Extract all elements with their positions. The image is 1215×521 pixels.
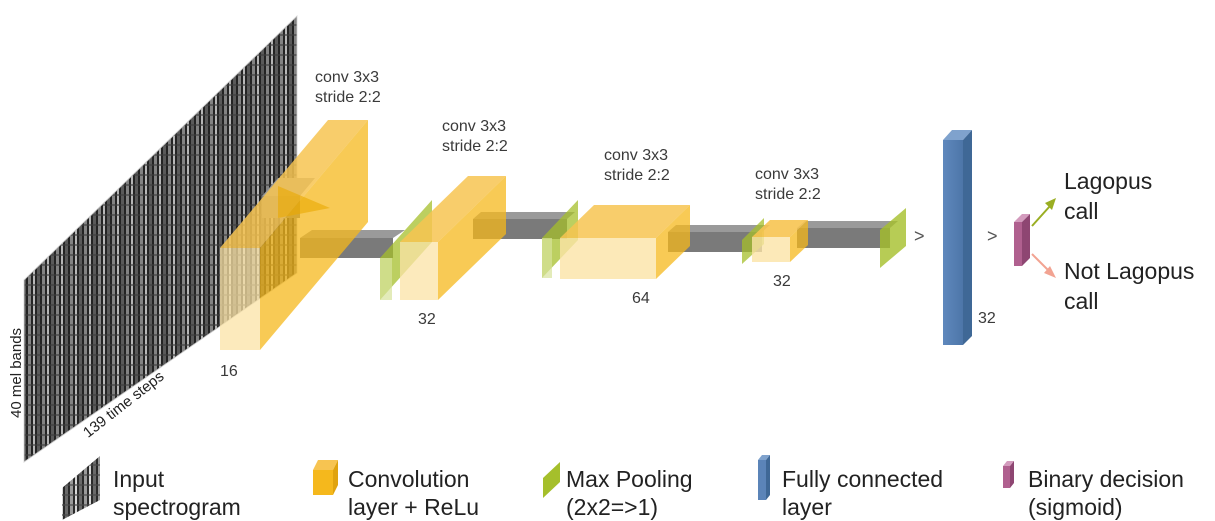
binary-decision-node: [1014, 214, 1030, 266]
output-positive-label: Lagopus call: [1064, 168, 1153, 224]
conv-size-4: 32: [773, 273, 791, 290]
legend-max-pooling: Max Pooling (2x2=>1): [566, 466, 693, 520]
conv-label-3: conv 3x3 stride 2:2: [604, 147, 670, 184]
conv-size-3: 64: [632, 290, 650, 307]
dense-size: 32: [978, 310, 996, 327]
legend-input-spectrogram: Input spectrogram: [113, 466, 241, 520]
legend-convolution-layer: Convolution layer + ReLu: [348, 466, 480, 520]
binary-decision-icon: [1003, 461, 1014, 488]
legend-fully-connected: Fully connected layer: [782, 466, 944, 520]
pool-block-4: [880, 208, 906, 268]
flow-bar-4: [668, 225, 770, 252]
conv-block-3: [560, 205, 690, 279]
max-pooling-icon: [543, 462, 560, 498]
convolution-block-icon: [313, 460, 338, 495]
conv-size-2: 32: [418, 311, 436, 328]
conv-label-1: conv 3x3 stride 2:2: [315, 69, 381, 106]
flow-bar-5: [797, 221, 898, 248]
legend-binary-decision: Binary decision (sigmoid): [1028, 466, 1184, 520]
fully-connected-icon: [758, 455, 770, 500]
positive-output-arrow: [1031, 198, 1056, 227]
conv-block-2: [400, 176, 506, 300]
flow-chevron-2: >: [987, 226, 998, 246]
conv-label-2: conv 3x3 stride 2:2: [442, 118, 508, 155]
flow-chevron-1: >: [914, 226, 925, 246]
mel-bands-axis-label: 40 mel bands: [8, 327, 25, 418]
spectrogram-icon: [62, 456, 100, 520]
output-negative-label: Not Lagopus call: [1064, 258, 1195, 314]
fully-connected-layer: [943, 130, 972, 345]
conv-block-4: [752, 220, 808, 262]
conv-size-1: 16: [220, 363, 238, 380]
conv-block-1: [220, 120, 368, 350]
negative-output-arrow: [1031, 253, 1056, 278]
conv-label-4: conv 3x3 stride 2:2: [755, 166, 821, 203]
